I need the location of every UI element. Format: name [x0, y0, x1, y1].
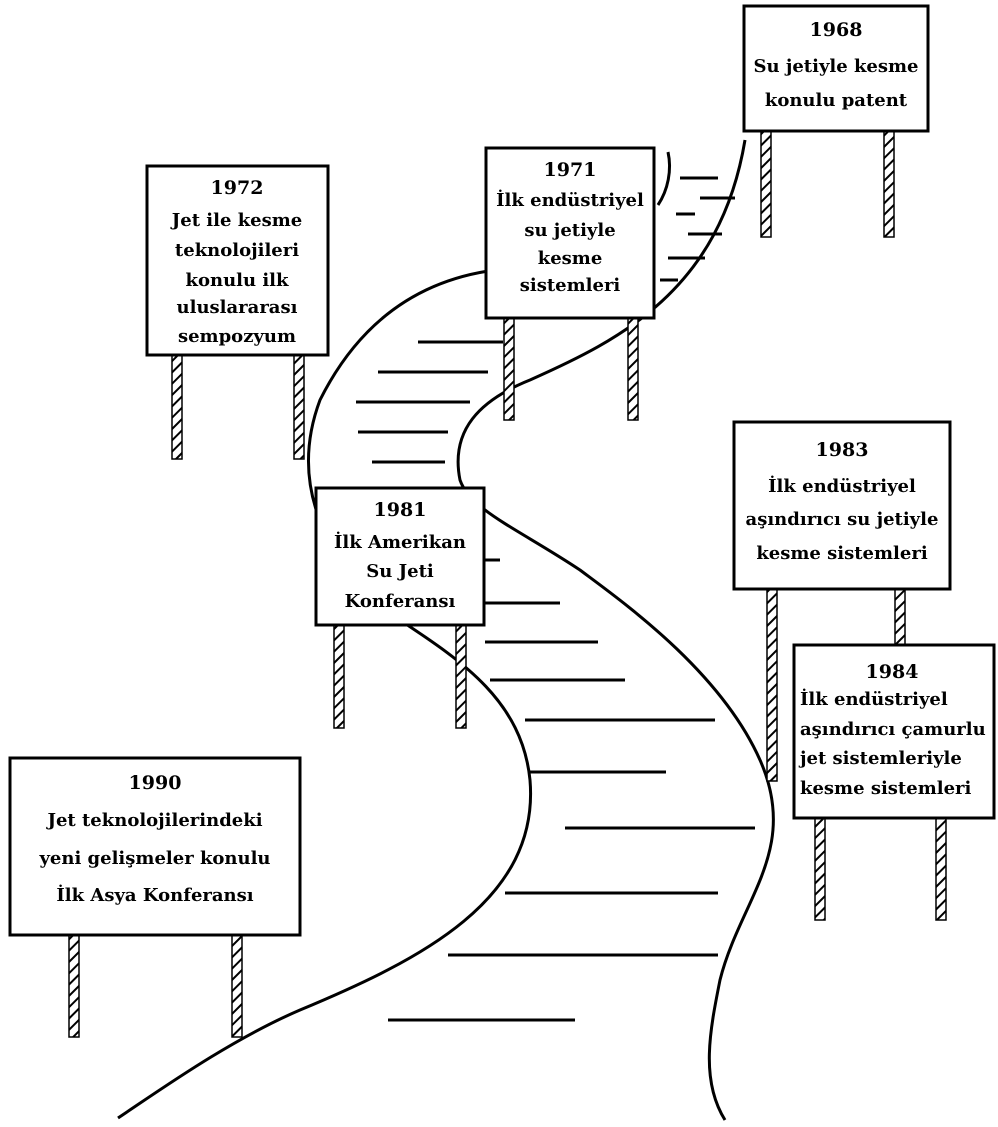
sign-post: [293, 354, 305, 460]
road-right-edge: [456, 139, 775, 1121]
sign-line: jet sistemleriyle: [798, 748, 962, 769]
sign-post: [455, 623, 467, 729]
road-left-edge: [117, 268, 533, 1120]
sign-line: konulu ilk: [186, 270, 290, 291]
sign-board: [732, 420, 952, 591]
sign-1984: 1984 İlk endüstriyel aşındırıcı çamurlu …: [792, 643, 996, 921]
sign-post: [68, 934, 80, 1038]
sign-line: İlk Asya Konferansı: [56, 883, 253, 906]
sign-year: 1971: [544, 159, 597, 181]
sign-1968: 1968 Su jetiyle kesme konulu patent: [742, 4, 930, 238]
sign-post: [231, 934, 243, 1038]
sign-year: 1972: [211, 177, 264, 199]
road-top-curl: [656, 151, 672, 206]
sign-post: [171, 354, 183, 460]
sign-post: [760, 129, 772, 238]
sign-post: [766, 588, 778, 782]
sign-line: uluslararası: [177, 297, 298, 318]
sign-line: İlk endüstriyel: [496, 188, 644, 211]
sign-line: Su jetiyle kesme: [753, 56, 918, 77]
sign-line: Konferansı: [345, 591, 456, 612]
sign-1972: 1972 Jet ile kesme teknolojileri konulu …: [145, 164, 330, 460]
sign-line: kesme: [538, 248, 603, 269]
sign-year: 1990: [129, 772, 182, 794]
sign-post: [814, 817, 826, 921]
sign-post: [894, 588, 906, 646]
sign-1981: 1981 İlk Amerikan Su Jeti Konferansı: [314, 486, 486, 729]
sign-board: [792, 643, 996, 820]
sign-line: İlk endüstriyel: [768, 474, 916, 497]
sign-line: kesme sistemleri: [756, 543, 928, 564]
sign-board: [742, 4, 930, 133]
sign-line: Jet ile kesme: [170, 210, 303, 231]
sign-post: [627, 317, 639, 421]
sign-line: sistemleri: [520, 275, 621, 296]
sign-year: 1983: [816, 439, 869, 461]
sign-board: [145, 164, 330, 357]
sign-line: konulu patent: [765, 90, 908, 111]
sign-year: 1981: [374, 499, 427, 521]
sign-line: İlk endüstriyel: [800, 687, 948, 710]
sign-post: [333, 623, 345, 729]
sign-line: Jet teknolojilerindeki: [45, 810, 262, 831]
sign-line: teknolojileri: [175, 240, 299, 261]
sign-board: [8, 756, 302, 937]
sign-board: [484, 146, 656, 320]
sign-line: Su Jeti: [366, 561, 434, 582]
sign-line: aşındırıcı çamurlu: [800, 719, 986, 740]
road-stripes: [356, 176, 755, 1022]
sign-year: 1968: [810, 19, 863, 41]
sign-line: sempozyum: [178, 326, 296, 347]
sign-post: [935, 817, 947, 921]
sign-1971: 1971 İlk endüstriyel su jetiyle kesme si…: [484, 146, 656, 421]
sign-line: aşındırıcı su jetiyle: [746, 509, 939, 530]
sign-board: [314, 486, 486, 627]
sign-line: İlk Amerikan: [334, 530, 466, 553]
sign-line: su jetiyle: [524, 220, 615, 241]
sign-post: [883, 129, 895, 238]
sign-line: yeni gelişmeler konulu: [38, 848, 270, 869]
road: [117, 139, 775, 1121]
sign-year: 1984: [866, 661, 919, 683]
sign-1990: 1990 Jet teknolojilerindeki yeni gelişme…: [8, 756, 302, 1038]
sign-1983: 1983 İlk endüstriyel aşındırıcı su jetiy…: [732, 420, 952, 782]
sign-line: kesme sistemleri: [800, 778, 972, 799]
sign-post: [503, 317, 515, 421]
